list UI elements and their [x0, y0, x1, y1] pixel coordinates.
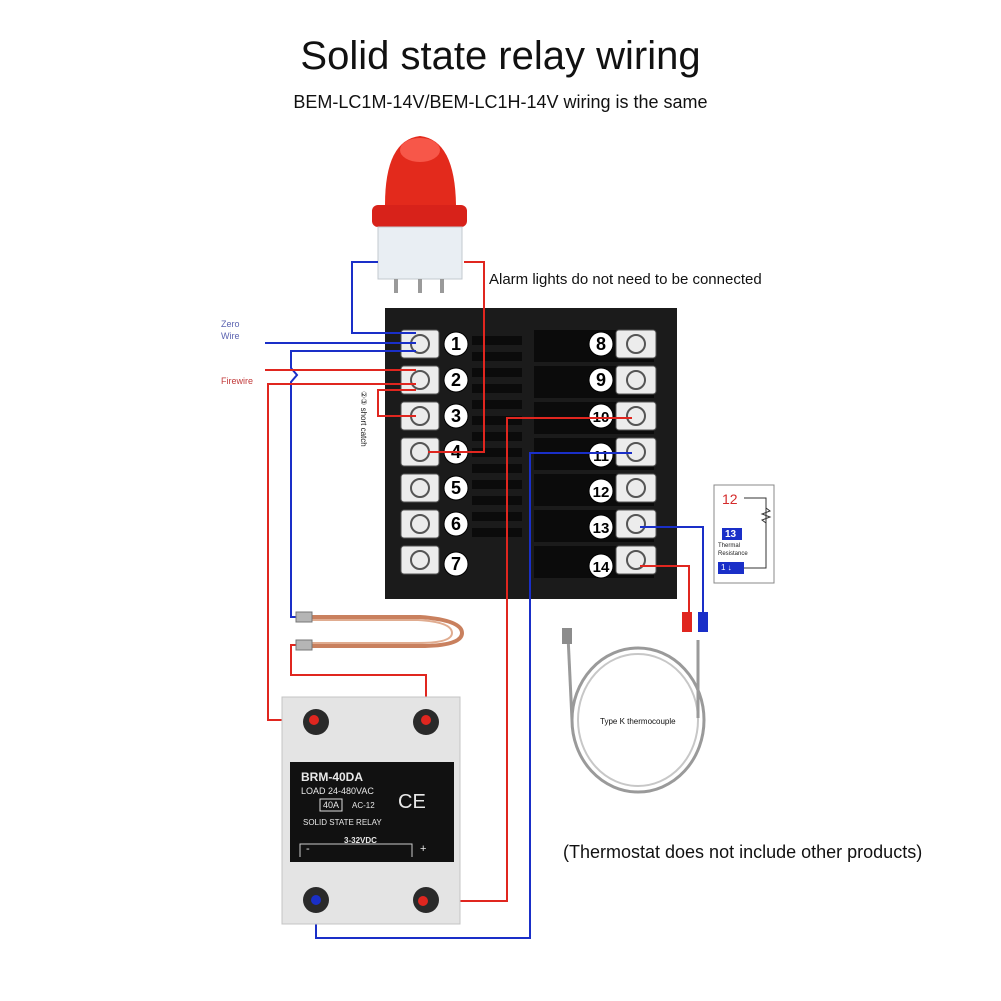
terminal-13-label: 13 — [593, 520, 610, 537]
ssr-current-rating: 40A — [323, 800, 340, 810]
thermocouple — [562, 612, 708, 794]
terminal-12-label: 12 — [593, 484, 610, 501]
terminal-14-label: 14 — [593, 559, 610, 576]
terminal-1-label: 1 — [451, 334, 461, 354]
thermal-label-line2: Resistance — [718, 551, 748, 557]
alarm-note: Alarm lights do not need to be connected — [489, 271, 762, 288]
terminal-9-label: 9 — [596, 370, 606, 390]
terminal-11-label: 11 — [593, 448, 609, 465]
terminal-2-label: 2 — [451, 370, 461, 390]
page-subtitle: BEM-LC1M-14V/BEM-LC1H-14V wiring is the … — [293, 92, 708, 112]
zero-wire-label-line1: Zero — [221, 319, 240, 329]
ssr-load-rating: LOAD 24-480VAC — [301, 786, 374, 796]
blue-wires — [265, 261, 704, 939]
thermal-box-number: 13 — [725, 529, 737, 540]
ce-mark: CE — [398, 791, 426, 813]
ssr-ac-rating: AC-12 — [352, 801, 375, 810]
firewire-label: Firewire — [221, 376, 254, 386]
terminal-number-badges — [443, 331, 614, 579]
ssr-input-rating: 3-32VDC — [344, 836, 377, 845]
left-terminal-screws — [400, 329, 440, 575]
ssr-plus: + — [420, 843, 427, 855]
zero-wire-label: Zero Wire — [221, 318, 240, 342]
thermocouple-label: Type K thermocouple — [600, 717, 676, 726]
thermal-label-line1: Thermal — [718, 543, 741, 549]
zero-wire-label-line2: Wire — [221, 331, 240, 341]
thermal-bottom-box: 1 ↓ — [721, 563, 732, 572]
short-catch-note: ②③ short catch — [359, 391, 368, 447]
ssr-model: BRM-40DA — [301, 770, 364, 784]
terminal-3-label: 3 — [451, 406, 461, 426]
thermal-resistance-diagram — [713, 484, 775, 584]
thermostat-note: (Thermostat does not include other produ… — [563, 842, 923, 862]
right-terminal-screws — [615, 329, 657, 575]
ssr-minus: - — [306, 843, 310, 855]
ssr-name: SOLID STATE RELAY — [303, 818, 382, 827]
terminal-5-label: 5 — [451, 478, 461, 498]
terminal-8-label: 8 — [596, 334, 606, 354]
solid-state-relay — [281, 696, 461, 925]
terminal-7-label: 7 — [451, 554, 461, 574]
terminal-6-label: 6 — [451, 514, 461, 534]
page-title: Solid state relay wiring — [300, 34, 701, 78]
heater-coil — [295, 611, 465, 651]
alarm-light — [372, 136, 467, 293]
thermal-top-number: 12 — [722, 491, 738, 507]
